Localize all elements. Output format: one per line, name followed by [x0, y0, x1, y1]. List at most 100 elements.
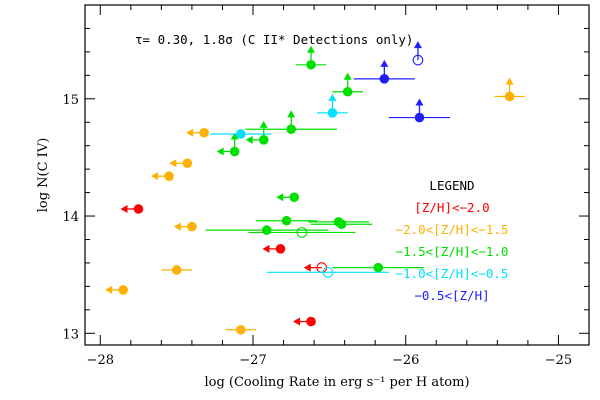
- up-arrowhead: [307, 45, 316, 53]
- x-tick-label: −26: [392, 353, 419, 368]
- point-marker-filled: [336, 219, 347, 230]
- chart-annotation: τ= 0.30, 1.8σ (C II* Detections only): [135, 32, 413, 47]
- up-arrowhead: [413, 41, 422, 49]
- data-point: [256, 215, 318, 226]
- plot-frame: [84, 4, 590, 346]
- up-arrowhead: [259, 120, 268, 128]
- point-marker-filled: [133, 204, 144, 214]
- left-arrowhead: [105, 285, 113, 294]
- y-tick-label: 15: [62, 93, 79, 108]
- data-point: [266, 266, 389, 278]
- point-marker-filled: [414, 112, 425, 123]
- data-point: [388, 98, 451, 123]
- up-arrowhead: [287, 110, 296, 118]
- data-point: [245, 110, 337, 135]
- up-arrowhead: [230, 132, 239, 140]
- left-arrowhead: [151, 172, 158, 181]
- point-marker-filled: [118, 285, 128, 295]
- left-arrowhead: [303, 263, 311, 272]
- left-arrowhead: [173, 222, 181, 231]
- legend-entry: −0.5<[Z/H]: [414, 288, 489, 303]
- point-marker-filled: [289, 192, 300, 203]
- data-point: [151, 171, 174, 181]
- x-axis-label: log (Cooling Rate in erg s⁻¹ per H atom): [204, 375, 469, 390]
- point-marker-filled: [258, 135, 269, 145]
- x-tick-label: −25: [545, 353, 572, 368]
- data-point: [262, 244, 286, 254]
- data-point: [225, 324, 257, 335]
- point-marker-open: [296, 227, 308, 238]
- data-point: [210, 129, 272, 139]
- point-marker-filled: [373, 262, 384, 273]
- data-points: [105, 41, 525, 335]
- left-arrowhead: [293, 317, 301, 326]
- point-marker-open: [322, 266, 334, 278]
- point-marker-filled: [235, 129, 246, 139]
- up-arrowhead: [415, 98, 424, 106]
- up-arrowhead: [380, 59, 389, 67]
- point-marker-filled: [187, 221, 197, 232]
- point-marker-filled: [306, 59, 316, 70]
- y-axis-label: log N(C IV): [36, 138, 51, 213]
- data-point: [311, 219, 373, 230]
- data-point: [276, 192, 300, 203]
- data-point: [161, 265, 192, 275]
- legend-entry: −1.5<[Z/H]<−1.0: [396, 244, 509, 259]
- point-marker-filled: [504, 91, 515, 102]
- point-marker-filled: [379, 74, 390, 84]
- data-point: [186, 127, 209, 138]
- y-tick-label: 14: [62, 210, 79, 225]
- left-arrowhead: [120, 205, 128, 213]
- data-point: [332, 72, 363, 97]
- left-arrowhead: [169, 159, 177, 168]
- point-marker-open: [412, 54, 424, 66]
- point-marker-filled: [281, 215, 292, 226]
- data-point: [494, 77, 525, 102]
- legend-entry: −2.0<[Z/H]<−1.5: [396, 222, 509, 237]
- data-point: [317, 93, 348, 118]
- left-arrowhead: [216, 147, 224, 156]
- data-point: [293, 316, 316, 327]
- point-marker-filled: [286, 124, 296, 135]
- data-point: [332, 262, 425, 273]
- point-marker-filled: [171, 265, 182, 275]
- legend-entry: [Z/H]<−2.0: [414, 200, 489, 215]
- left-arrowhead: [245, 135, 253, 144]
- axis-ticks: [85, 4, 590, 345]
- data-point: [205, 225, 328, 235]
- up-arrowhead: [328, 93, 337, 101]
- data-point: [353, 59, 415, 84]
- data-point: [173, 221, 197, 232]
- point-marker-filled: [275, 244, 286, 254]
- left-arrowhead: [276, 193, 284, 202]
- data-point: [248, 227, 356, 238]
- legend: LEGEND [Z/H]<−2.0 −2.0<[Z/H]<−1.5 −1.5<[Z/…: [396, 178, 509, 303]
- legend-entry: −1.0<[Z/H]<−0.5: [396, 266, 509, 281]
- left-arrowhead: [186, 128, 194, 137]
- data-point: [169, 158, 193, 169]
- data-point: [295, 45, 327, 70]
- point-marker-filled: [199, 127, 209, 138]
- up-arrowhead: [505, 77, 514, 85]
- point-marker-filled: [182, 158, 193, 169]
- axis-tick-labels: −28 −27 −26 −25 13 14 15: [62, 93, 572, 368]
- data-point: [105, 285, 128, 295]
- left-arrowhead: [262, 244, 270, 253]
- x-tick-label: −28: [87, 353, 114, 368]
- point-marker-filled: [164, 171, 174, 181]
- point-marker-filled: [261, 225, 272, 235]
- point-marker-filled: [235, 324, 246, 335]
- y-tick-label: 13: [62, 327, 79, 342]
- data-point: [245, 120, 269, 145]
- data-point: [412, 41, 424, 66]
- point-marker-filled: [229, 146, 240, 157]
- data-point: [120, 204, 144, 214]
- data-point: [216, 132, 240, 157]
- point-marker-filled: [306, 316, 316, 327]
- x-tick-label: −27: [239, 353, 266, 368]
- point-marker-filled: [342, 86, 353, 97]
- up-arrowhead: [343, 72, 352, 80]
- legend-title: LEGEND: [429, 178, 474, 193]
- point-marker-filled: [327, 108, 338, 118]
